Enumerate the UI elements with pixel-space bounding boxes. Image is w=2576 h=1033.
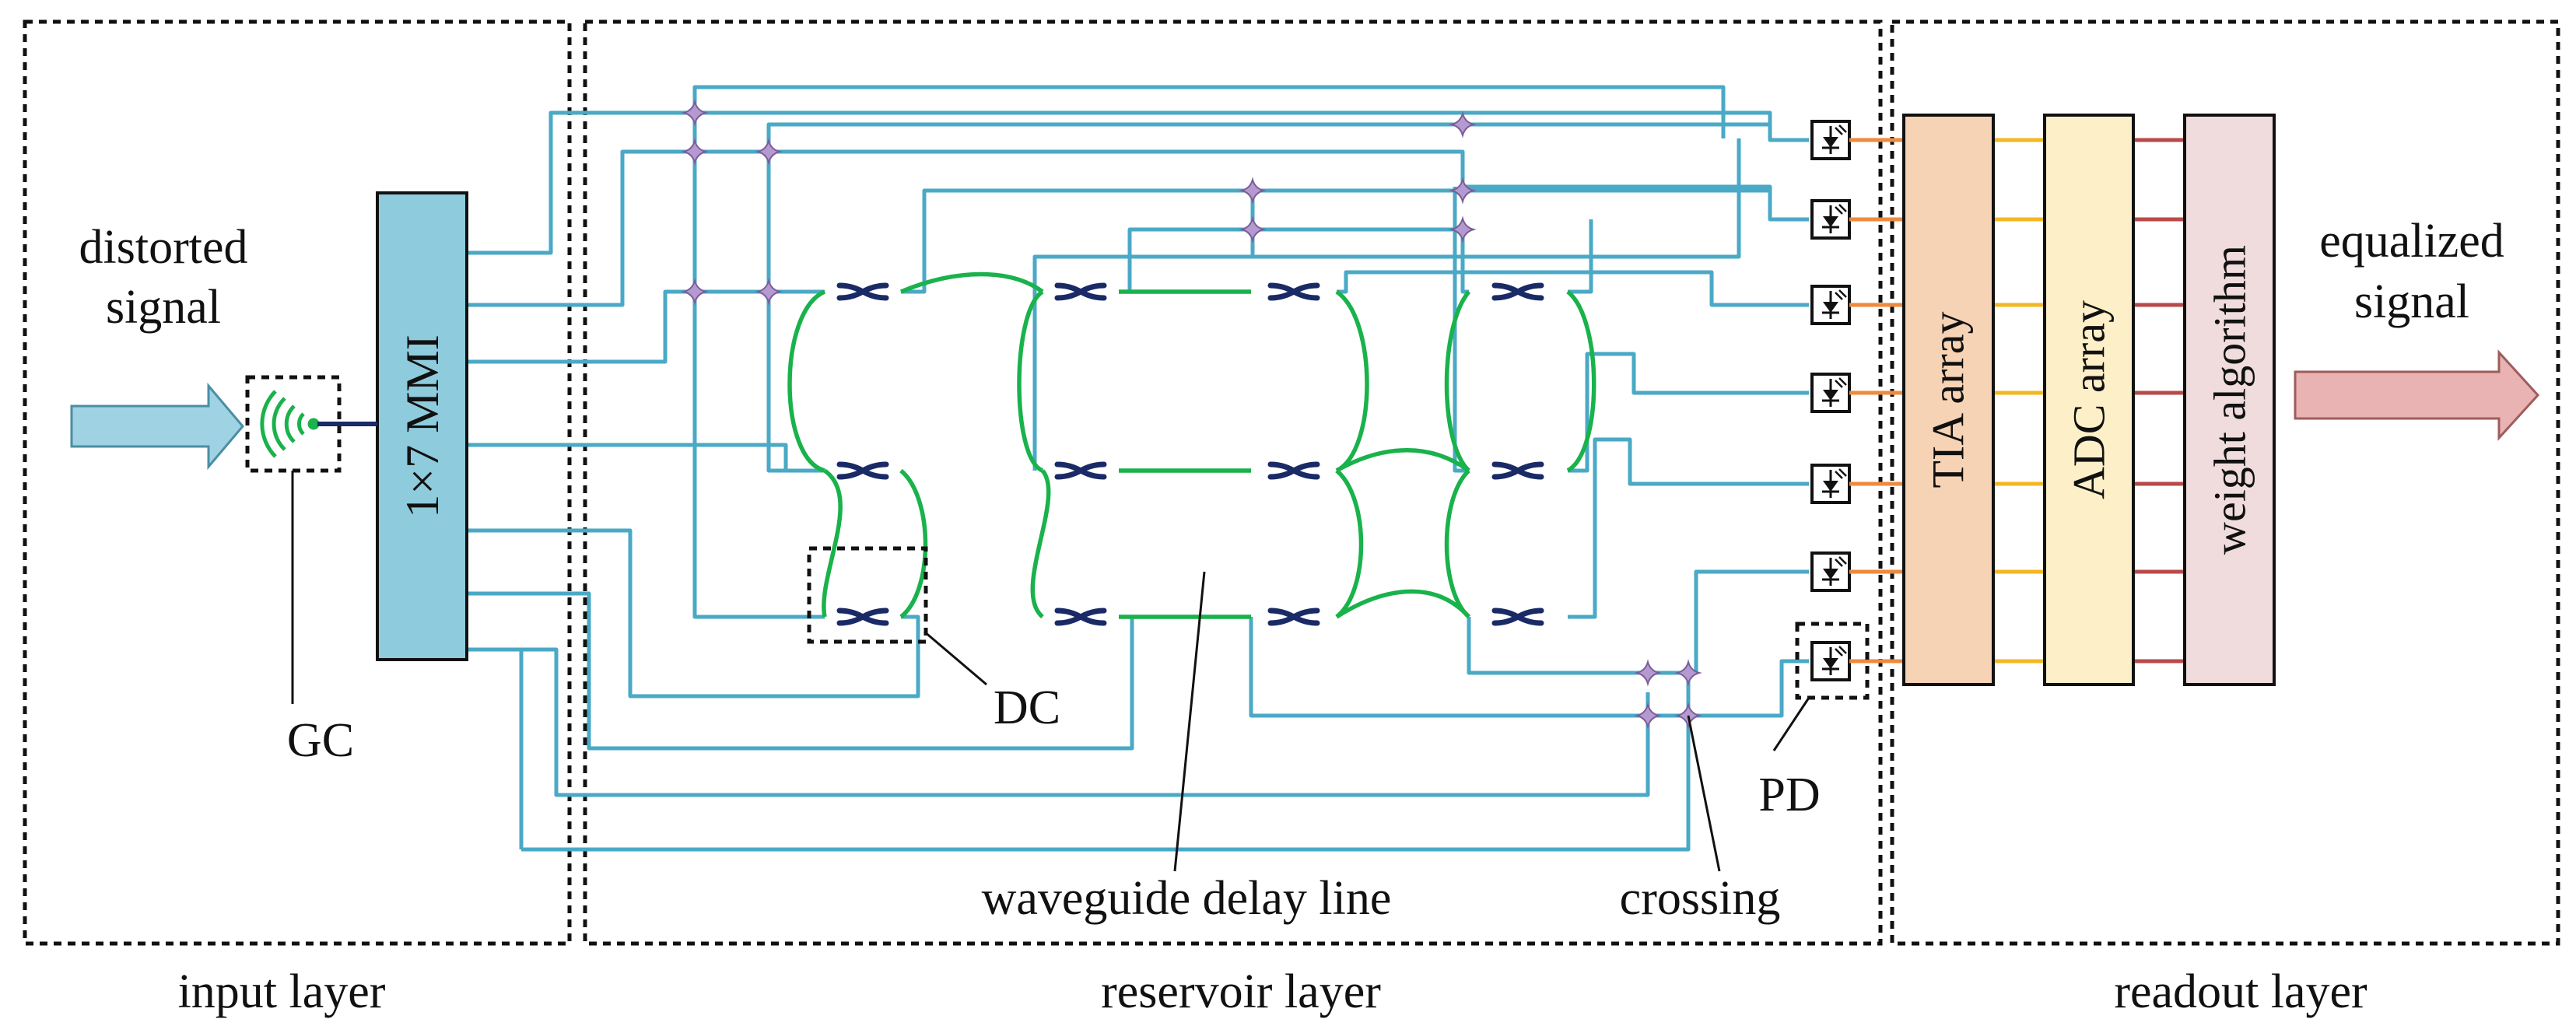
photodiode-icon <box>1810 641 1851 681</box>
readout-layer-label: readout layer <box>2114 965 2367 1018</box>
photodiode-icon <box>1810 285 1851 325</box>
readout-links <box>1849 138 2185 664</box>
mmi-block <box>376 191 468 661</box>
dc-label: DC <box>994 681 1060 734</box>
photodiode-icon <box>1810 373 1851 413</box>
crossing-leader <box>1687 715 1721 872</box>
pd-label: PD <box>1758 769 1820 821</box>
pd-box <box>1795 622 1870 700</box>
tia-array-block <box>1902 114 1995 686</box>
grating-coupler-icon <box>260 390 320 458</box>
input-signal-line1: distorted <box>79 221 248 274</box>
waveguides <box>467 85 1809 852</box>
pd-leader <box>1772 697 1810 751</box>
delay-lines <box>787 271 1596 619</box>
output-signal-line2: signal <box>2354 275 2469 328</box>
photodiodes <box>1810 120 1851 681</box>
waveguide-crossings <box>683 101 1700 727</box>
photodiode-icon <box>1810 199 1851 240</box>
readout-layer-box <box>1890 19 2560 946</box>
weight-algorithm-block <box>2183 114 2276 686</box>
output-arrow <box>2294 349 2540 441</box>
crossing-label: crossing <box>1620 872 1781 925</box>
input-layer-box <box>23 19 572 946</box>
input-arrow <box>70 382 244 471</box>
mmi-label: 1×7 MMI <box>397 334 448 518</box>
adc-array-block <box>2043 114 2135 686</box>
tia-array-label: TIA array <box>1923 311 1974 488</box>
dc-box <box>807 546 928 644</box>
dc-leader <box>924 630 987 686</box>
photodiode-icon <box>1810 120 1851 160</box>
reservoir-layer-label: reservoir layer <box>1101 965 1381 1018</box>
photodiode-icon <box>1810 552 1851 592</box>
delay-line-leader <box>1173 571 1206 872</box>
weight-algorithm-label: weight algorithm <box>2205 245 2255 555</box>
input-signal-line2: signal <box>106 281 221 334</box>
input-layer-label: input layer <box>178 965 386 1018</box>
adc-array-label: ADC array <box>2064 300 2115 499</box>
delay-line-label: waveguide delay line <box>982 872 1392 925</box>
photodiode-icon <box>1810 464 1851 504</box>
gc-label: GC <box>287 714 354 767</box>
output-signal-line1: equalized <box>2319 215 2504 268</box>
